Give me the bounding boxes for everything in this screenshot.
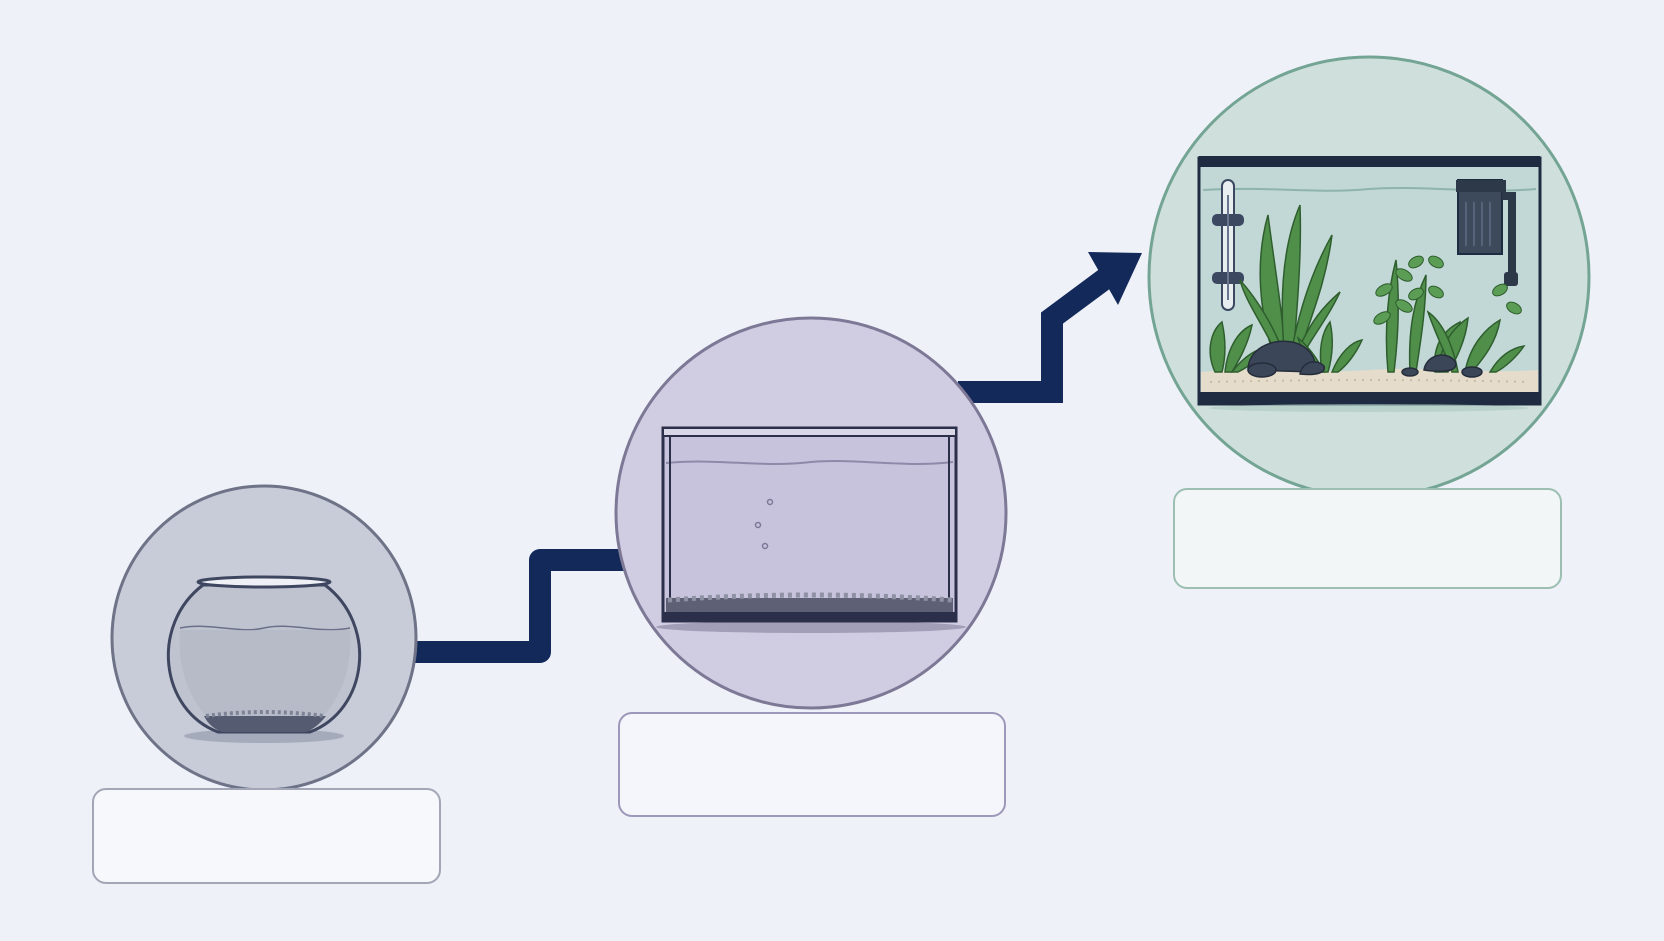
- stage-1-label-box: [92, 788, 441, 884]
- fishbowl-icon: [166, 575, 362, 743]
- plants-icon: [1209, 204, 1526, 373]
- rocks-icon: [1247, 340, 1483, 378]
- stage-2-label-box: [618, 712, 1006, 817]
- stage-3-group: [1147, 55, 1591, 499]
- arrow-head-icon: [1088, 252, 1142, 305]
- stage-2-group: [614, 316, 1008, 710]
- connector-line-1: [415, 549, 625, 663]
- stage-3-label-box: [1173, 488, 1562, 589]
- filter-icon: [1456, 179, 1518, 286]
- stage-1-group: [110, 484, 418, 792]
- planted-aquarium-icon: [1197, 156, 1542, 406]
- heater-icon: [1212, 179, 1244, 311]
- bare-tank-icon: [656, 426, 966, 633]
- connector-line-2: [958, 266, 1117, 403]
- progress-arrow: [415, 252, 1142, 663]
